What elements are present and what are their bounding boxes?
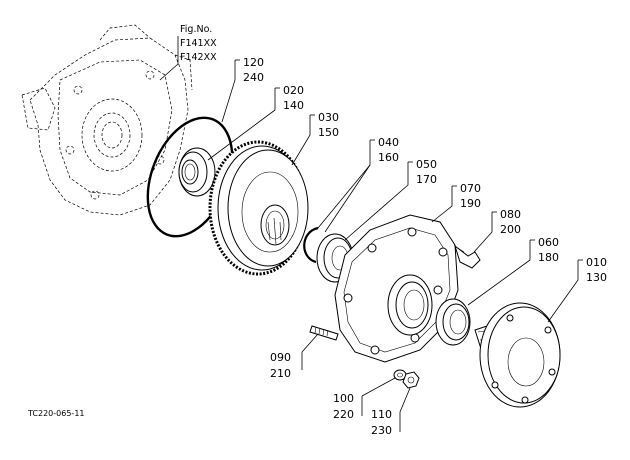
callout-top: 120 <box>243 56 264 69</box>
figure-number-block: Fig.No. F141XX F142XX <box>159 24 217 81</box>
callout-040-160: 040 160 <box>317 136 399 233</box>
callout-030-150: 030 150 <box>291 111 339 166</box>
callout-120-240: 120 240 <box>221 56 264 123</box>
bolt-part <box>454 244 481 269</box>
callout-070-190: 070 190 <box>431 182 481 223</box>
callout-060-180: 060 180 <box>467 236 559 306</box>
callout-bottom: 150 <box>318 126 339 139</box>
callout-top: 040 <box>378 136 399 149</box>
callout-bottom: 190 <box>460 197 481 210</box>
bearing-part <box>178 147 216 197</box>
callout-100-220: 100 220 <box>333 377 396 421</box>
cover-case-part <box>334 214 459 363</box>
callout-bottom: 180 <box>538 251 559 264</box>
fig-code-2: F142XX <box>180 52 217 63</box>
callout-top: 080 <box>500 208 521 221</box>
callout-bottom: 200 <box>500 223 521 236</box>
callout-bottom: 240 <box>243 71 264 84</box>
callout-050-170: 050 170 <box>344 158 437 241</box>
fig-code-1: F141XX <box>180 38 217 49</box>
callout-top: 110 <box>371 408 392 421</box>
drawing-code: TC220-065-11 <box>27 409 85 418</box>
callout-bottom: 230 <box>371 424 392 437</box>
callout-top: 050 <box>416 158 437 171</box>
final-gear-part <box>208 140 309 276</box>
callout-010-130: 010 130 <box>547 256 607 323</box>
callout-bottom: 170 <box>416 173 437 186</box>
oil-seal-part <box>435 298 471 346</box>
stud-bolt-part <box>309 325 339 341</box>
callout-top: 100 <box>333 392 354 405</box>
callout-top: 090 <box>270 351 291 364</box>
callout-bottom: 140 <box>283 99 304 112</box>
callout-080-200: 080 200 <box>473 208 521 253</box>
callout-top: 060 <box>538 236 559 249</box>
circlip-part <box>303 226 319 264</box>
callout-110-230: 110 230 <box>371 387 411 437</box>
nut-part <box>402 371 420 389</box>
callout-top: 020 <box>283 84 304 97</box>
callout-top: 010 <box>586 256 607 269</box>
callout-090-210: 090 210 <box>270 333 319 380</box>
callout-top: 030 <box>318 111 339 124</box>
fig-no-label: Fig.No. <box>180 24 212 35</box>
callout-bottom: 220 <box>333 408 354 421</box>
axle-flange-part <box>474 302 561 408</box>
gear-case-housing <box>21 24 193 216</box>
callout-bottom: 210 <box>270 367 291 380</box>
callout-bottom: 160 <box>378 151 399 164</box>
callout-020-140: 020 140 <box>207 84 304 161</box>
callout-bottom: 130 <box>586 271 607 284</box>
callout-top: 070 <box>460 182 481 195</box>
